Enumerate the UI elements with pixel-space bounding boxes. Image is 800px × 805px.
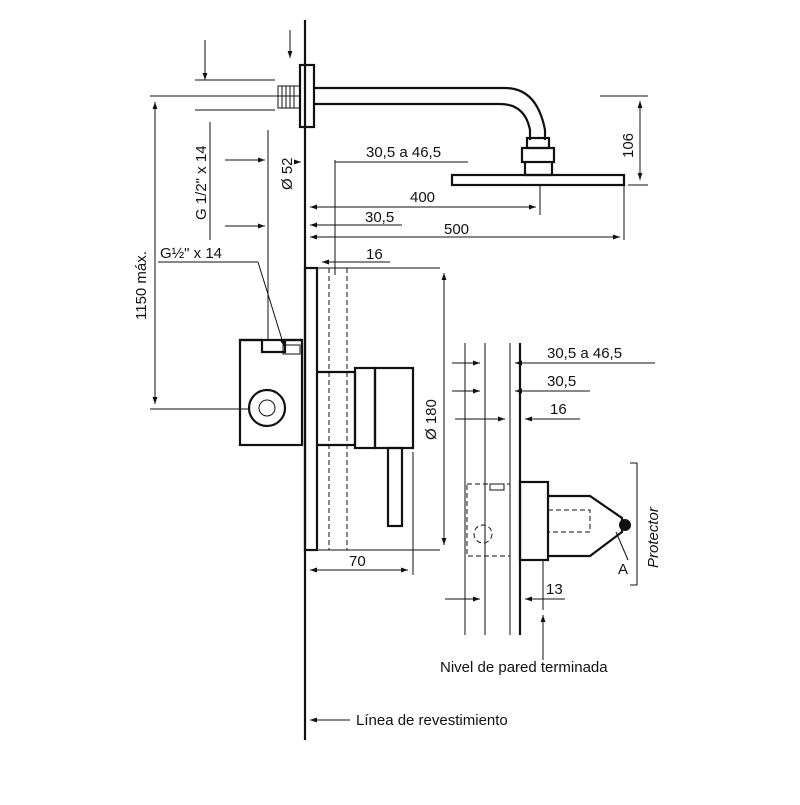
shower-head [450,136,626,187]
range-top-label: 30,5 a 46,5 [366,144,441,161]
head-106-label: 106 [620,133,637,158]
shower-arm [277,63,547,140]
detail-view [464,343,638,635]
mixer-body [238,266,440,552]
detail-13-label: 13 [546,581,563,598]
detail-30-5-label: 30,5 [547,373,576,390]
detail-dimension-lines [445,360,655,660]
depth-70-label: 70 [349,553,366,570]
diameter-180-label: Ø 180 [423,399,440,440]
thread-side-label: G½" x 14 [160,245,222,262]
detail-16-label: 16 [550,401,567,418]
dimension-lines [150,30,648,723]
finished-wall-label: Nivel de pared terminada [440,659,608,676]
cover-16-label: 16 [366,246,383,263]
diameter-52-label: Ø 52 [279,157,296,190]
detail-range-label: 30,5 a 46,5 [547,345,622,362]
height-1150-label: 1150 máx. [133,251,150,320]
cladding-line-label: Línea de revestimiento [356,712,508,729]
wall-30-5-label: 30,5 [365,209,394,226]
protector-label: Protector [645,506,662,568]
arm-500-label: 500 [444,221,469,238]
thread-top-label: G 1/2" x 14 [193,145,210,220]
arm-400-label: 400 [410,189,435,206]
point-a-label: A [618,561,628,578]
